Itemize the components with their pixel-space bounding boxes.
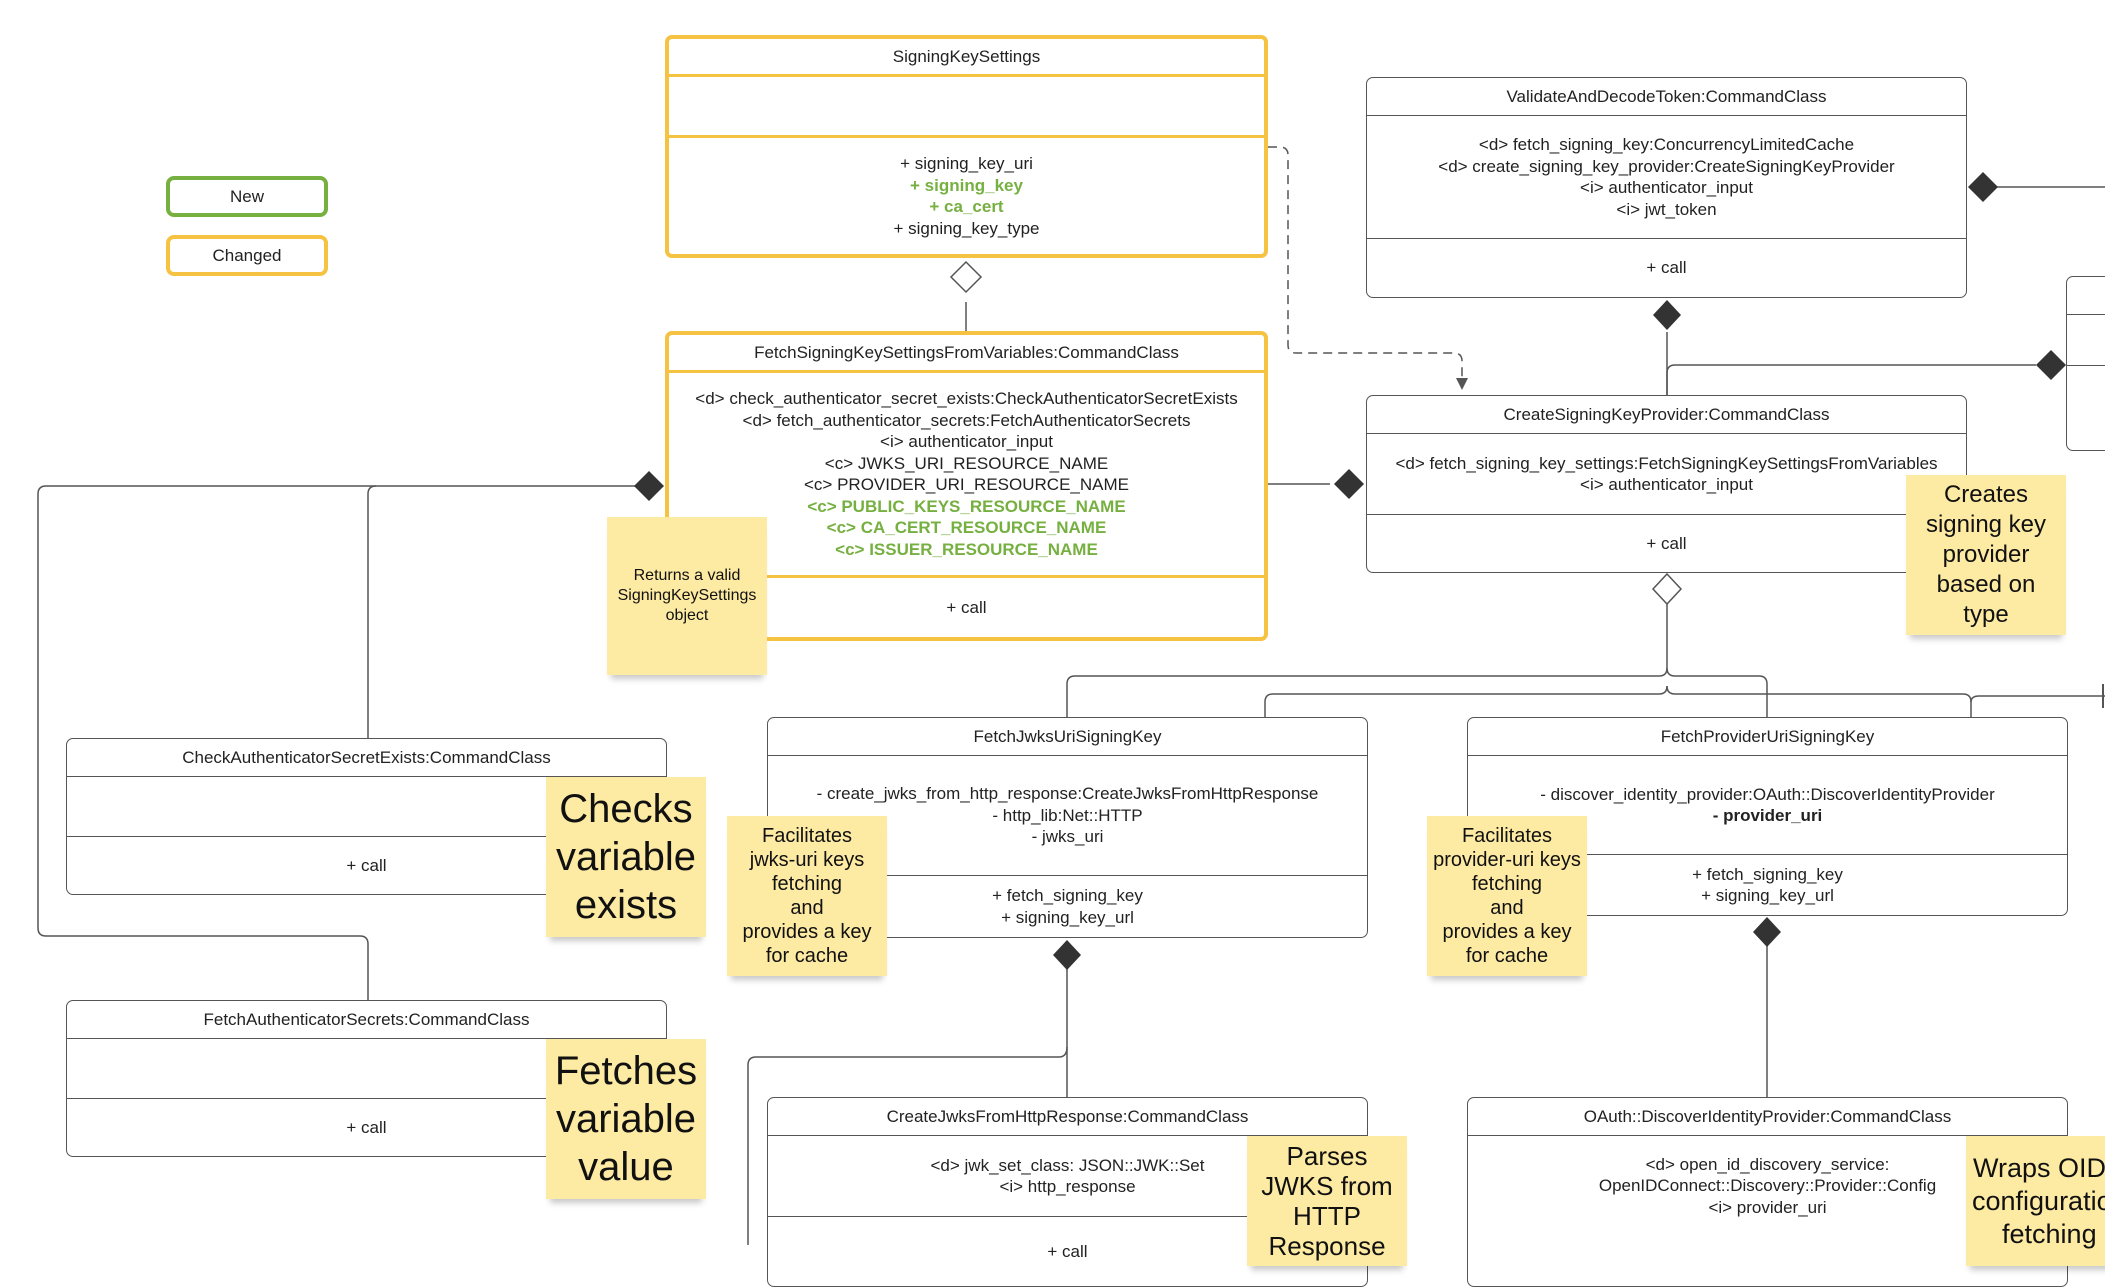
class-attributes: <d> fetch_signing_key_settings:FetchSign… bbox=[1367, 434, 1966, 514]
class-methods: + call bbox=[1367, 514, 1966, 572]
class-member: <c> ISSUER_RESOURCE_NAME bbox=[835, 539, 1098, 559]
class-member: + call bbox=[346, 1117, 387, 1137]
legend-new-label: New bbox=[229, 186, 264, 206]
class-attributes: <d> check_authenticator_secret_exists:Ch… bbox=[669, 373, 1264, 575]
class-title: CheckAuthenticatorSecretExists:CommandCl… bbox=[67, 739, 666, 777]
dependency-arrowhead bbox=[1456, 378, 1468, 390]
class-member: + call bbox=[1646, 258, 1687, 278]
class-member: + fetch_signing_key bbox=[1692, 864, 1843, 884]
class-member: <d> open_id_discovery_service: bbox=[1645, 1154, 1890, 1174]
class-title: CreateSigningKeyProvider:CommandClass bbox=[1367, 396, 1966, 434]
connector-create-fetch-provider bbox=[1666, 667, 1768, 717]
class-member: <d> create_signing_key_provider:CreateSi… bbox=[1438, 156, 1895, 176]
class-member: + call bbox=[946, 597, 987, 617]
class-title: ValidateAndDecodeToken:CommandClass bbox=[1367, 78, 1966, 116]
class-offscreen-right bbox=[2066, 276, 2105, 451]
class-member: <d> jwk_set_class: JSON::JWK::Set bbox=[930, 1155, 1205, 1175]
class-validate-and-decode-token[interactable]: ValidateAndDecodeToken:CommandClass <d> f… bbox=[1366, 77, 1967, 298]
note-parses-jwks: Parses JWKS from HTTP Response bbox=[1247, 1136, 1407, 1266]
connector-create-offscreen-2 bbox=[1666, 685, 1972, 717]
class-methods: + call bbox=[67, 1098, 666, 1156]
class-member: + signing_key_uri bbox=[900, 154, 1033, 173]
note-creates-signing-key-provider: Creates signing key provider based on ty… bbox=[1906, 475, 2066, 635]
class-attributes: - discover_identity_provider:OAuth::Disc… bbox=[1468, 756, 2067, 854]
class-member: + signing_key_url bbox=[1701, 886, 1834, 905]
class-member: <c> JWKS_URI_RESOURCE_NAME bbox=[824, 453, 1109, 473]
connector-create-offscreen-1 bbox=[1264, 685, 1668, 717]
class-methods: + fetch_signing_key + signing_key_url bbox=[768, 875, 1367, 937]
legend-changed-label: Changed bbox=[212, 245, 282, 265]
class-member: <d> fetch_authenticator_secrets:FetchAut… bbox=[742, 410, 1191, 430]
class-member: <c> PUBLIC_KEYS_RESOURCE_NAME bbox=[807, 496, 1126, 516]
note-facilitates-provider: Facilitates provider-uri keys fetching a… bbox=[1427, 816, 1587, 976]
class-signing-key-settings[interactable]: SigningKeySettings+ signing_key_uri+ sig… bbox=[665, 35, 1268, 258]
class-attributes bbox=[669, 77, 1264, 135]
class-title: SigningKeySettings bbox=[669, 39, 1264, 77]
class-methods: + call bbox=[67, 836, 666, 894]
note-fetches-variable-value: Fetches variable value bbox=[546, 1039, 706, 1199]
connector-create-offscreen-3 bbox=[1970, 695, 2105, 703]
class-methods: + call bbox=[669, 575, 1264, 637]
class-methods: + call bbox=[1367, 238, 1966, 297]
class-member: OpenIDConnect::Discovery::Provider::Conf… bbox=[1598, 1176, 1937, 1196]
legend-changed: Changed bbox=[166, 235, 328, 276]
connector-fetch-settings-secrets bbox=[37, 485, 376, 1000]
connector-lines bbox=[37, 146, 2105, 1245]
class-member: + fetch_signing_key bbox=[992, 886, 1143, 905]
note-wraps-oidc: Wraps OIDC configuration fetching bbox=[1966, 1136, 2105, 1266]
class-member: <c> CA_CERT_RESOURCE_NAME bbox=[826, 518, 1107, 537]
class-attributes: <d> open_id_discovery_service:OpenIDConn… bbox=[1468, 1136, 2067, 1236]
class-member: + signing_key bbox=[910, 175, 1023, 195]
class-member: <i> http_response bbox=[999, 1177, 1136, 1196]
class-title: FetchProviderUriSigningKey bbox=[1468, 718, 2067, 756]
class-create-signing-key-provider[interactable]: CreateSigningKeyProvider:CommandClass <d>… bbox=[1366, 395, 1967, 573]
class-member: - provider_uri bbox=[1712, 806, 1823, 825]
class-member: <i> authenticator_input bbox=[1580, 178, 1753, 197]
class-attributes: - create_jwks_from_http_response:CreateJ… bbox=[768, 756, 1367, 875]
connector-fetch-settings-check bbox=[367, 485, 636, 738]
class-member: - discover_identity_provider:OAuth::Disc… bbox=[1540, 784, 1995, 804]
connector-jwks-left bbox=[747, 1046, 1068, 1245]
class-member: - jwks_uri bbox=[1031, 827, 1104, 847]
class-title: FetchAuthenticatorSecrets:CommandClass bbox=[67, 1001, 666, 1039]
class-member: + signing_key_url bbox=[1001, 907, 1134, 927]
class-title: OAuth::DiscoverIdentityProvider:CommandC… bbox=[1468, 1098, 2067, 1136]
note-facilitates-jwks: Facilitates jwks-uri keys fetching and p… bbox=[727, 816, 887, 976]
connector-create-right bbox=[1666, 364, 2036, 395]
class-title: CreateJwksFromHttpResponse:CommandClass bbox=[768, 1098, 1367, 1136]
class-member: - http_lib:Net::HTTP bbox=[992, 805, 1143, 825]
note-checks-variable-exists: Checks variable exists bbox=[546, 777, 706, 937]
legend-new: New bbox=[166, 176, 328, 217]
class-member: <c> PROVIDER_URI_RESOURCE_NAME bbox=[804, 475, 1129, 494]
class-member: + call bbox=[1646, 533, 1687, 553]
class-methods: + fetch_signing_key + signing_key_url bbox=[1468, 854, 2067, 915]
class-member: + signing_key_type bbox=[893, 218, 1040, 238]
connector-settings-dependency bbox=[1268, 146, 1463, 385]
class-title: FetchSigningKeySettingsFromVariables:Com… bbox=[669, 335, 1264, 373]
class-member: - create_jwks_from_http_response:CreateJ… bbox=[816, 784, 1319, 804]
class-member: <d> fetch_signing_key:ConcurrencyLimited… bbox=[1478, 135, 1855, 154]
connector-create-providers bbox=[1066, 602, 1668, 717]
class-methods: + signing_key_uri + signing_key + ca_cert +… bbox=[669, 135, 1264, 254]
class-member: <i> authenticator_input bbox=[880, 432, 1053, 451]
class-member: <d> check_authenticator_secret_exists:Ch… bbox=[695, 389, 1238, 408]
class-member: <i> jwt_token bbox=[1616, 199, 1717, 219]
class-attributes: <d> jwk_set_class: JSON::JWK::Set<i> htt… bbox=[768, 1136, 1367, 1216]
class-title: FetchJwksUriSigningKey bbox=[768, 718, 1367, 756]
class-member: <i> provider_uri bbox=[1708, 1197, 1827, 1217]
note-returns-valid-settings: Returns a valid SigningKeySettings objec… bbox=[607, 517, 767, 675]
class-member: + ca_cert bbox=[929, 197, 1004, 216]
class-member: <i> authenticator_input bbox=[1580, 475, 1753, 494]
class-member: + call bbox=[1047, 1241, 1088, 1261]
class-member: <d> fetch_signing_key_settings:FetchSign… bbox=[1395, 453, 1938, 473]
class-member: + call bbox=[346, 855, 387, 875]
class-attributes: <d> fetch_signing_key:ConcurrencyLimited… bbox=[1367, 116, 1966, 238]
class-fetch-signing-key-settings[interactable]: FetchSigningKeySettingsFromVariables:Com… bbox=[665, 331, 1268, 641]
